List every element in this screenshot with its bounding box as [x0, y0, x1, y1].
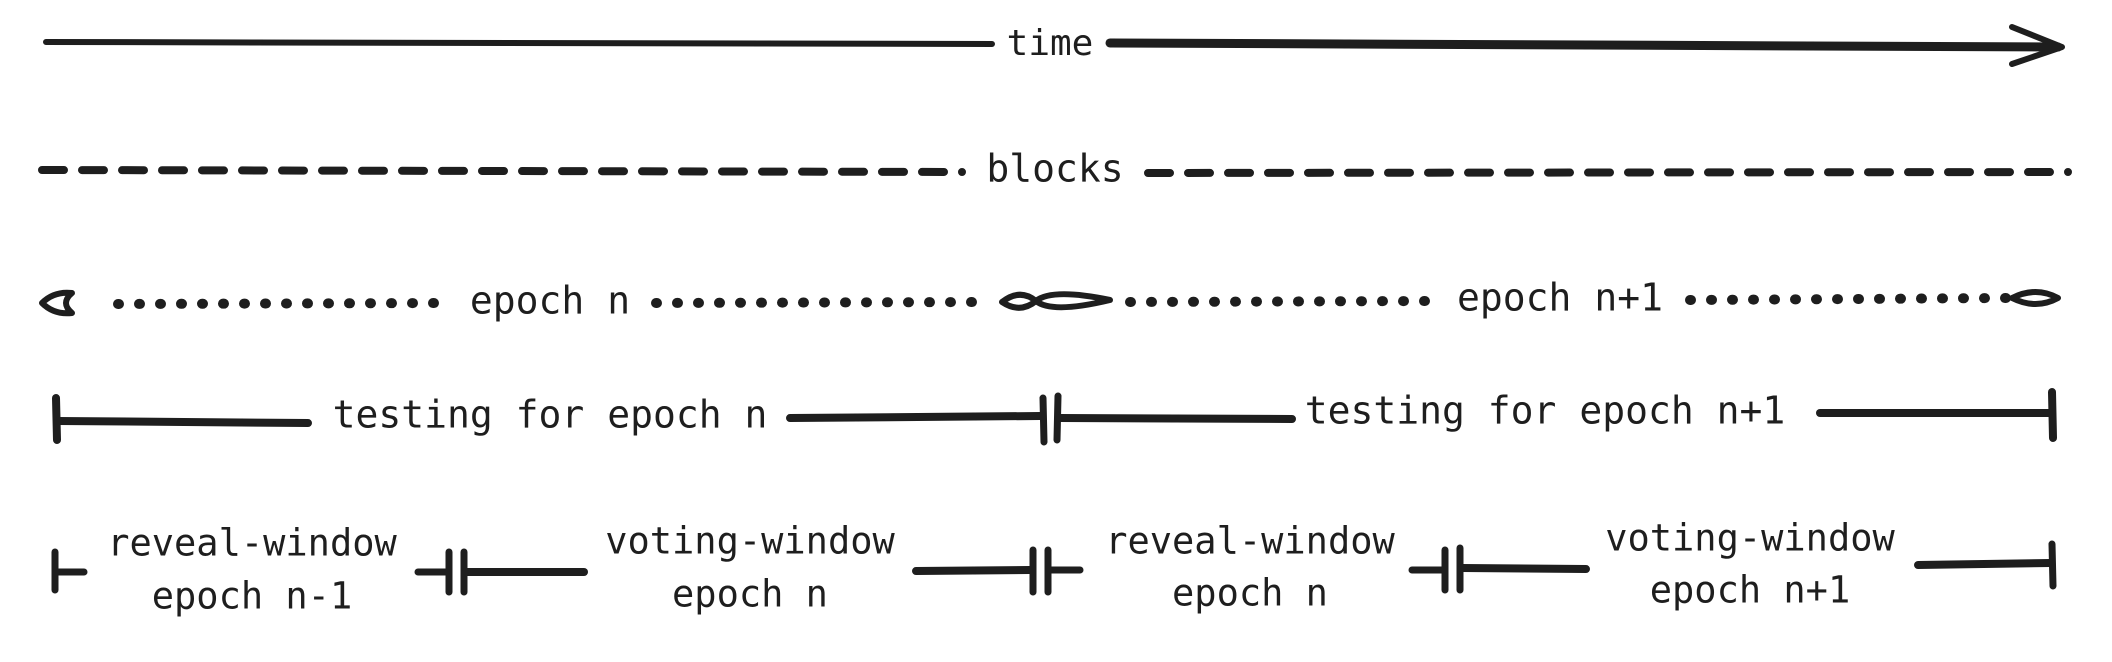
- blocks-axis-dashes-left: [38, 166, 966, 176]
- time-axis-line-right: [1105, 38, 2063, 52]
- blocks-axis-dashes-right: [1144, 168, 2072, 177]
- voting-n1-line-left: [1458, 564, 1590, 573]
- reveal-n-minus-1-line2: epoch n-1: [152, 575, 352, 618]
- epoch-n1-dots-left: [1125, 296, 1435, 307]
- blocks-axis: blocks: [38, 147, 2072, 191]
- blocks-label: blocks: [986, 147, 1123, 191]
- epoch-boundary-diamond-left-icon: [999, 291, 1039, 311]
- voting-n1-line1: voting-window: [1605, 517, 1895, 560]
- epoch-n1-label: epoch n+1: [1457, 276, 1663, 320]
- testing-row: testing for epoch n testing for epoch n+…: [52, 388, 2057, 446]
- epoch-n-dots-right: [651, 297, 995, 308]
- voting-n1-line-right: [1914, 559, 2054, 569]
- epoch-n1-dots-right: [1685, 293, 2015, 305]
- epoch-boundary-diamond-right-icon: [1033, 291, 1113, 311]
- testing-n1-end-tick: [2048, 388, 2057, 442]
- windows-row: reveal-window epoch n-1 voting-window ep…: [51, 517, 2057, 618]
- voting-n1-line2: epoch n+1: [1650, 569, 1850, 612]
- testing-n-line-right: [786, 412, 1044, 422]
- testing-n-line-left: [54, 417, 312, 427]
- time-label: time: [1007, 23, 1094, 64]
- voting-n-line1: voting-window: [605, 520, 895, 563]
- epoch-n-dots-left: [113, 298, 453, 309]
- epoch-start-diamond-icon: [39, 289, 75, 317]
- testing-n1-label: testing for epoch n+1: [1305, 389, 1785, 433]
- voting-n-line2: epoch n: [672, 573, 828, 616]
- time-axis-line-left: [43, 39, 995, 47]
- voting-n1-end-tick: [2048, 540, 2057, 590]
- time-axis: time: [43, 23, 2065, 67]
- reveal-n-minus-1-line1: reveal-window: [107, 522, 397, 565]
- arrowhead-icon: [2009, 24, 2065, 67]
- epochs-row: epoch n epoch n+1: [39, 276, 2061, 323]
- reveal-n-line1: reveal-window: [1105, 520, 1395, 563]
- testing-n-end-tick: [1039, 394, 1048, 446]
- testing-n-label: testing for epoch n: [333, 393, 768, 437]
- testing-n1-line-left: [1056, 414, 1296, 423]
- reveal-n-line2: epoch n: [1172, 572, 1328, 615]
- voting-n-line-right: [912, 566, 1034, 575]
- epoch-end-diamond-icon: [2009, 289, 2061, 307]
- epoch-n-label: epoch n: [470, 279, 630, 323]
